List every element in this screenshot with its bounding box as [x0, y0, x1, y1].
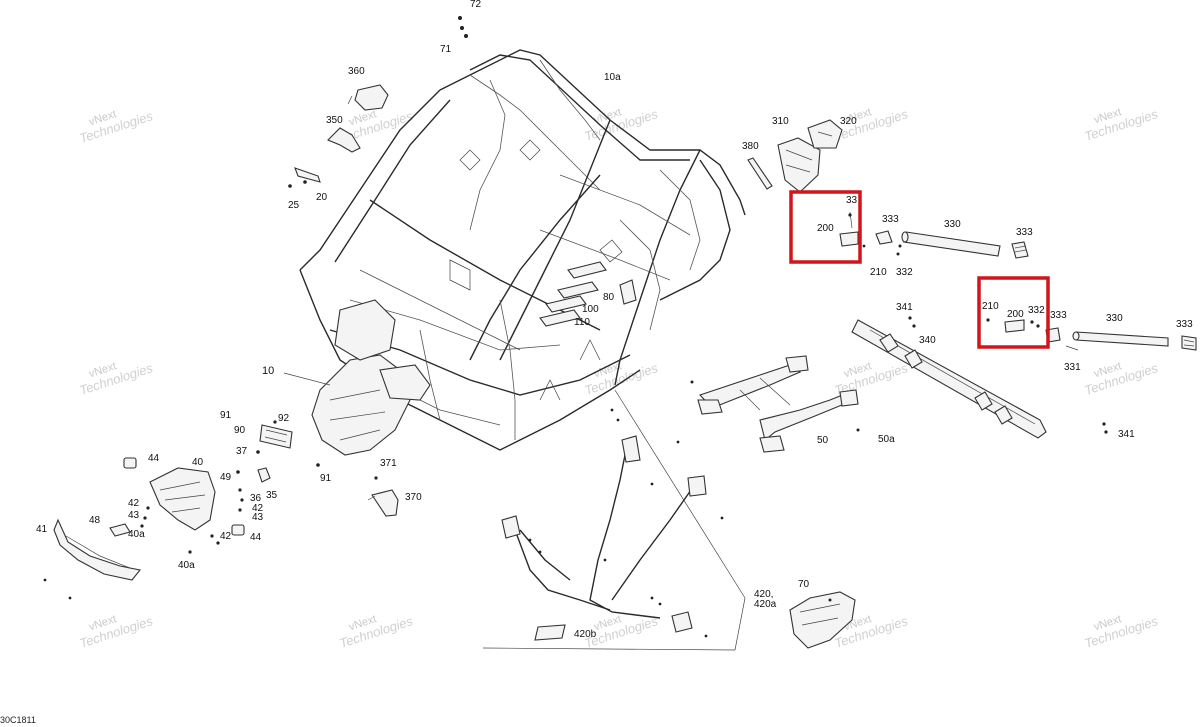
watermark: vNext Technologies	[78, 108, 156, 146]
callout-43-upper: 43	[252, 512, 264, 523]
callout-333-lower-left: 333	[1050, 310, 1067, 321]
bracket-50	[690, 355, 860, 453]
callout-341-upper: 341	[896, 302, 913, 313]
callout-320: 320	[840, 116, 857, 127]
callout-41: 41	[36, 524, 48, 535]
callout-420b: 420b	[574, 629, 597, 640]
callout-36: 36	[250, 493, 262, 504]
crossmember-parts	[539, 261, 637, 327]
callout-40a-lower: 40a	[178, 560, 195, 571]
callout-40: 40	[192, 457, 204, 468]
callout-20: 20	[316, 192, 328, 203]
callout-labels: 72 71 10a 360 350 310 320 380 25 20 33 2…	[36, 0, 1193, 640]
callout-350: 350	[326, 115, 343, 126]
callout-420a: 420a	[754, 599, 777, 610]
callout-200-lower: 200	[1007, 309, 1024, 320]
document-code: 30C1811	[0, 715, 36, 725]
highlight-box-lower	[977, 276, 1050, 349]
callout-333-upper-left: 333	[882, 214, 899, 225]
callout-341-lower: 341	[1118, 429, 1135, 440]
svg-text:Technologies: Technologies	[78, 360, 156, 398]
watermark: vNext Technologies	[338, 613, 416, 651]
watermark: vNext Technologies	[1083, 106, 1161, 144]
callout-100: 100	[582, 304, 599, 315]
callout-91-upper: 91	[220, 410, 232, 421]
callout-210-lower: 210	[982, 301, 999, 312]
callout-360: 360	[348, 66, 365, 77]
watermark: vNext Technologies	[78, 360, 156, 398]
callout-380: 380	[742, 141, 759, 152]
upper-right-parts	[747, 119, 843, 193]
highlight-box-upper	[789, 190, 862, 264]
callout-33: 33	[846, 195, 858, 206]
rear-bar-340	[851, 316, 1108, 439]
callout-10a: 10a	[604, 72, 621, 83]
callout-371: 371	[380, 458, 397, 469]
callout-333-lower-right: 333	[1176, 319, 1193, 330]
callout-332-upper: 332	[896, 267, 913, 278]
callout-71: 71	[440, 44, 452, 55]
watermark: vNext Technologies	[583, 613, 661, 651]
callout-44-lower: 44	[250, 532, 262, 543]
callout-37: 37	[236, 446, 248, 457]
callout-49: 49	[220, 472, 232, 483]
watermark: vNext Technologies	[78, 613, 156, 651]
callout-70: 70	[798, 579, 810, 590]
callout-44-upper: 44	[148, 453, 160, 464]
callout-92: 92	[278, 413, 290, 424]
callout-25: 25	[288, 200, 300, 211]
callout-10: 10	[262, 365, 274, 377]
callout-48: 48	[89, 515, 101, 526]
callout-42-left: 42	[128, 498, 140, 509]
callout-210-upper: 210	[870, 267, 887, 278]
callout-43-left: 43	[128, 510, 140, 521]
svg-text:Technologies: Technologies	[78, 108, 156, 146]
callout-330-lower: 330	[1106, 313, 1123, 324]
leader-line	[283, 372, 331, 386]
callout-42-upper: 42	[252, 503, 264, 514]
callout-370: 370	[405, 492, 422, 503]
callout-333-upper-right: 333	[1016, 227, 1033, 238]
callout-110: 110	[574, 317, 590, 328]
watermark: vNext Technologies	[1083, 360, 1161, 398]
callout-200-upper: 200	[817, 223, 834, 234]
callout-40a-upper: 40a	[128, 529, 145, 540]
watermark: vNext Technologies	[1083, 613, 1161, 651]
callout-91-lower: 91	[320, 473, 332, 484]
callout-332-lower: 332	[1028, 305, 1045, 316]
lower-frame-420	[482, 389, 746, 651]
tube-assemblies	[875, 230, 1197, 351]
callout-35: 35	[266, 490, 278, 501]
callout-310: 310	[772, 116, 789, 127]
clamp-parts	[839, 211, 1040, 333]
svg-text:Technologies: Technologies	[1083, 360, 1161, 398]
callout-420: 420,	[754, 589, 773, 600]
main-frame	[299, 49, 746, 456]
callout-50a: 50a	[878, 434, 895, 445]
svg-text:Technologies: Technologies	[583, 106, 661, 144]
front-parts	[43, 16, 468, 600]
callout-340: 340	[919, 335, 936, 346]
svg-text:Technologies: Technologies	[338, 613, 416, 651]
plate-70	[789, 591, 856, 649]
svg-text:Technologies: Technologies	[78, 613, 156, 651]
svg-text:Technologies: Technologies	[583, 360, 661, 398]
callout-331: 331	[1064, 362, 1081, 373]
callout-72: 72	[470, 0, 482, 10]
svg-text:Technologies: Technologies	[1083, 106, 1161, 144]
svg-text:Technologies: Technologies	[1083, 613, 1161, 651]
callout-42-lower: 42	[220, 531, 232, 542]
callout-80: 80	[603, 292, 615, 303]
callout-90: 90	[234, 425, 246, 436]
callout-50: 50	[817, 435, 829, 446]
callout-330-upper: 330	[944, 219, 961, 230]
